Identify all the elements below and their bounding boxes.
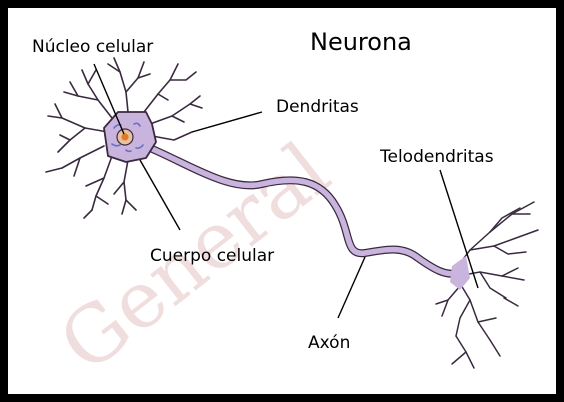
label-cell-body: Cuerpo celular xyxy=(150,246,274,266)
axon-terminal xyxy=(436,202,538,368)
axon-terminal-fill xyxy=(450,256,470,290)
nucleus-shape xyxy=(117,129,133,145)
label-nucleus: Núcleo celular xyxy=(32,37,153,57)
label-axon: Axón xyxy=(308,333,350,353)
diagram-title: Neurona xyxy=(310,28,412,56)
label-telodendrites: Telodendritas xyxy=(379,147,494,167)
dendrites-leader xyxy=(192,112,262,132)
axon-leader xyxy=(338,257,365,318)
label-dendrites: Dendritas xyxy=(276,97,359,117)
cell-body-leader xyxy=(140,160,180,230)
